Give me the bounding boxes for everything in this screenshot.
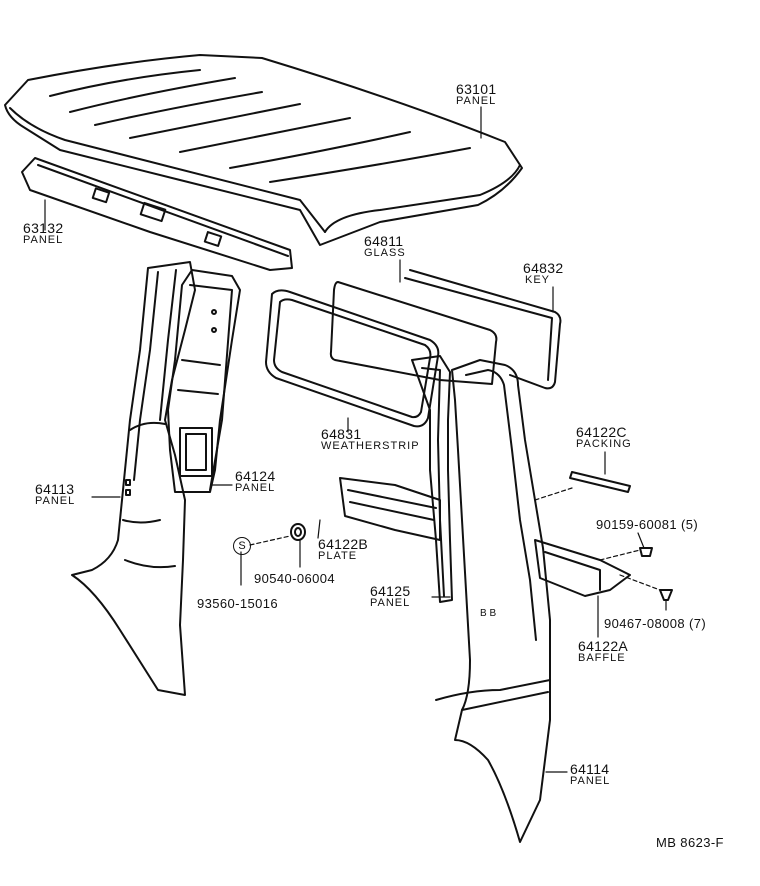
callout-90159-60081: 90159-60081 (5) (596, 518, 698, 531)
callout-64113: 64113 PANEL (35, 482, 75, 507)
part-number: 64122A (578, 638, 629, 654)
callout-90467-08008: 90467-08008 (7) (604, 617, 706, 630)
part-name: PANEL (456, 95, 497, 107)
callout-64122a: 64122A BAFFLE (578, 639, 628, 664)
quarter-panel-64114: B B (435, 359, 551, 843)
plate-64122b (339, 477, 441, 541)
callout-63132: 63132 PANEL (23, 221, 63, 246)
callout-90540-06004: 90540-06004 (254, 571, 336, 586)
part-name: KEY (525, 274, 551, 286)
key-64832 (404, 269, 562, 390)
callout-64122b: 64122B PLATE (318, 537, 368, 562)
glass-64811 (329, 281, 498, 385)
callout-64811: 64811 GLASS (364, 234, 406, 259)
callout-64831: 64831 WEATHERSTRIP (321, 427, 420, 452)
header-panel-63132 (21, 157, 293, 271)
part-number: 90467-08008 (604, 616, 686, 631)
svg-text:B B: B B (480, 608, 496, 619)
baffle-64122a (534, 539, 631, 597)
part-name: PLATE (318, 550, 358, 562)
part-name: PANEL (23, 234, 64, 246)
drawing-reference-code: MB 8623-F (656, 835, 724, 850)
part-number: 64113 (35, 481, 75, 497)
inner-panel-64124 (167, 269, 241, 493)
callout-64124: 64124 PANEL (235, 469, 275, 494)
part-name: PANEL (570, 775, 611, 787)
part-number: 90159-60081 (596, 517, 678, 532)
dashed-guides (249, 487, 661, 591)
part-number: 64114 (570, 761, 610, 777)
part-number: 64122C (576, 424, 627, 440)
clip-90540 (290, 523, 306, 541)
quantity: (7) (689, 616, 707, 631)
part-name: WEATHERSTRIP (321, 440, 420, 452)
part-number: 64124 (235, 468, 276, 484)
weatherstrip-64831 (265, 289, 440, 428)
clip-90467 (659, 589, 673, 601)
callout-64122c: 64122C PACKING (576, 425, 632, 450)
part-number: 64832 (523, 260, 564, 276)
part-name: BAFFLE (578, 652, 626, 664)
callout-64125: 64125 PANEL (370, 584, 410, 609)
part-number: 63101 (456, 81, 497, 97)
part-name: PACKING (576, 438, 632, 450)
callout-64114: 64114 PANEL (570, 762, 610, 787)
part-name: PANEL (370, 597, 411, 609)
inner-panel-64125 (411, 355, 453, 603)
bolt-90159 (639, 547, 653, 557)
roof-panel-63101 (4, 54, 523, 246)
callout-64832: 64832 KEY (523, 261, 563, 286)
part-name: GLASS (364, 247, 406, 259)
packing-64122c (569, 471, 631, 493)
part-name: PANEL (235, 482, 276, 494)
part-number: 64811 (364, 233, 404, 249)
callout-93560-15016: 93560-15016 (197, 596, 279, 611)
part-name: PANEL (35, 495, 76, 507)
part-number: 64831 (321, 426, 362, 442)
callout-63101: 63101 PANEL (456, 82, 496, 107)
part-number: 64122B (318, 536, 369, 552)
leader-lines (44, 106, 667, 773)
part-number: 63132 (23, 220, 64, 236)
screw-marker-icon: S (233, 537, 251, 555)
part-number: 64125 (370, 583, 411, 599)
pillar-panel-64113 (71, 261, 196, 696)
quantity: (5) (681, 517, 699, 532)
